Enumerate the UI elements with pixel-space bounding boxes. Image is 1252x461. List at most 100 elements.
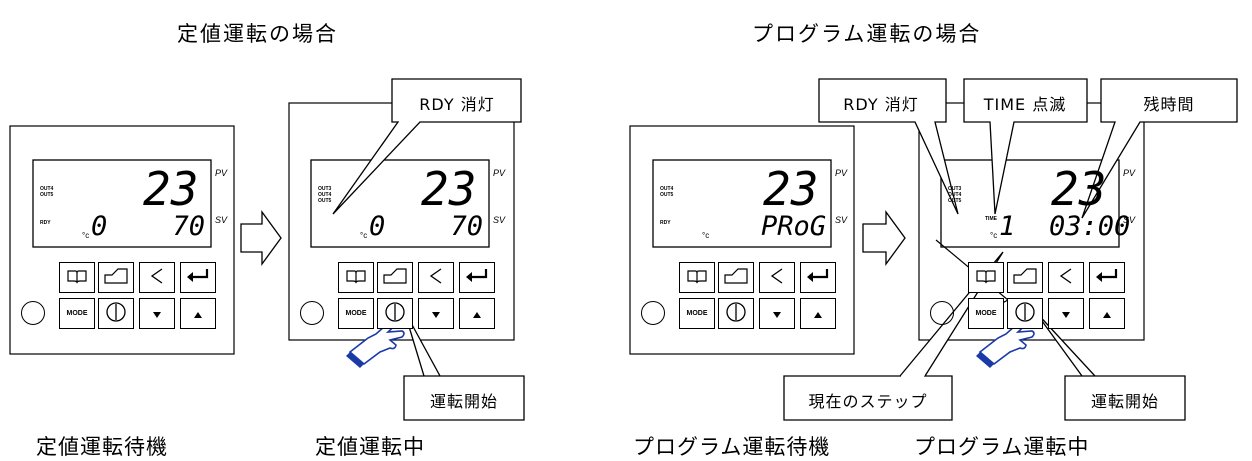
sv-right-readout: 70 [450, 211, 483, 242]
caption-fixed-running: 定値運転中 [315, 435, 425, 459]
profile-ramp-key[interactable] [377, 262, 413, 293]
book-key[interactable] [59, 262, 95, 293]
callout-remaining-time [1081, 78, 1238, 219]
callout-rdy-2 [818, 78, 959, 215]
run-key[interactable] [377, 298, 413, 329]
time-indicator: TIME [985, 216, 997, 222]
run-key[interactable] [718, 298, 754, 329]
book-key[interactable] [679, 262, 715, 293]
output-indicators: OUT3 OUT4 OUT5 [948, 186, 962, 204]
heading-fixed: 定値運転の場合 [177, 22, 338, 46]
caption-program-standby: プログラム運転待機 [633, 435, 831, 459]
up-key[interactable] [459, 298, 495, 329]
pv-readout: 23 [143, 162, 199, 216]
enter-key[interactable] [180, 262, 216, 293]
run-key[interactable] [98, 298, 134, 329]
book-icon [686, 268, 708, 288]
down-triangle-icon [431, 304, 441, 323]
down-key[interactable] [139, 298, 175, 329]
right-outline-arrow [862, 210, 906, 266]
rdy-indicator: RDY [40, 220, 51, 226]
sv-right-readout: PRoG [761, 211, 827, 242]
left-chevron-key[interactable] [418, 262, 454, 293]
down-triangle-icon [772, 304, 782, 323]
profile-ramp-icon [103, 267, 129, 289]
output-indicators: OUT4 OUT5 [660, 186, 674, 198]
sv-right-readout: 03:00 [1049, 211, 1131, 242]
enter-icon [805, 267, 831, 289]
callout-current-step: 現在のステップ [808, 392, 928, 411]
down-triangle-icon [1061, 304, 1071, 323]
status-lamp [21, 301, 45, 325]
enter-icon [1094, 267, 1120, 289]
up-triangle-icon [472, 304, 482, 323]
left-chevron-icon [147, 266, 167, 290]
book-icon [975, 268, 997, 288]
up-triangle-icon [193, 304, 203, 323]
unit-label: °c [990, 231, 998, 240]
callout-time-blink: TIME 点滅 [983, 95, 1067, 114]
profile-ramp-icon [723, 267, 749, 289]
pv-label: PV [1123, 168, 1136, 178]
profile-ramp-key[interactable] [718, 262, 754, 293]
enter-key[interactable] [800, 262, 836, 293]
callout-start-run-2: 運転開始 [1090, 392, 1159, 411]
profile-ramp-key[interactable] [98, 262, 134, 293]
down-key[interactable] [418, 298, 454, 329]
mode-key[interactable]: MODE [338, 298, 374, 329]
down-key[interactable] [1048, 298, 1084, 329]
left-chevron-key[interactable] [139, 262, 175, 293]
sv-left-readout: 0 [369, 211, 386, 242]
book-icon [66, 268, 88, 288]
caption-fixed-standby: 定値運転待機 [36, 435, 168, 459]
book-key[interactable] [338, 262, 374, 293]
sv-left-readout: 1 [999, 211, 1016, 242]
enter-key[interactable] [1089, 262, 1125, 293]
left-chevron-icon [767, 266, 787, 290]
up-key[interactable] [1089, 298, 1125, 329]
display-3 [652, 159, 832, 248]
sv-label: SV [215, 215, 228, 225]
profile-ramp-icon [382, 267, 408, 289]
sv-label: SV [1123, 215, 1136, 225]
sv-right-readout: 70 [172, 211, 205, 242]
output-indicators: OUT4 OUT5 [40, 186, 54, 198]
mode-key[interactable]: MODE [679, 298, 715, 329]
enter-key[interactable] [459, 262, 495, 293]
pv-label: PV [493, 168, 506, 178]
up-key[interactable] [180, 298, 216, 329]
pv-readout: 23 [421, 162, 477, 216]
left-chevron-icon [1056, 266, 1076, 290]
profile-ramp-icon [1012, 267, 1038, 289]
callout-start-1 [403, 309, 525, 421]
left-chevron-icon [426, 266, 446, 290]
callout-rdy-off-2: RDY 消灯 [843, 95, 919, 114]
down-key[interactable] [759, 298, 795, 329]
run-stop-icon [105, 301, 127, 327]
rdy-indicator: RDY [660, 220, 671, 226]
heading-program: プログラム運転の場合 [752, 22, 982, 46]
sv-label: SV [493, 215, 506, 225]
display-1 [32, 159, 212, 248]
left-chevron-key[interactable] [1048, 262, 1084, 293]
profile-ramp-key[interactable] [1007, 262, 1043, 293]
run-stop-icon [725, 301, 747, 327]
unit-label: °c [702, 231, 710, 240]
left-chevron-key[interactable] [759, 262, 795, 293]
output-indicators: OUT3 OUT4 OUT5 [318, 186, 332, 204]
enter-icon [464, 267, 490, 289]
book-key[interactable] [968, 262, 1004, 293]
pv-label: PV [215, 168, 228, 178]
mode-key[interactable]: MODE [59, 298, 95, 329]
up-triangle-icon [813, 304, 823, 323]
pv-readout: 23 [763, 162, 819, 216]
run-key[interactable] [1007, 298, 1043, 329]
enter-icon [185, 267, 211, 289]
down-triangle-icon [152, 304, 162, 323]
pv-readout: 23 [1051, 162, 1107, 216]
callout-rdy-1 [332, 78, 522, 215]
up-key[interactable] [800, 298, 836, 329]
unit-label: °c [82, 231, 90, 240]
run-stop-icon [384, 301, 406, 327]
mode-key[interactable]: MODE [968, 298, 1004, 329]
